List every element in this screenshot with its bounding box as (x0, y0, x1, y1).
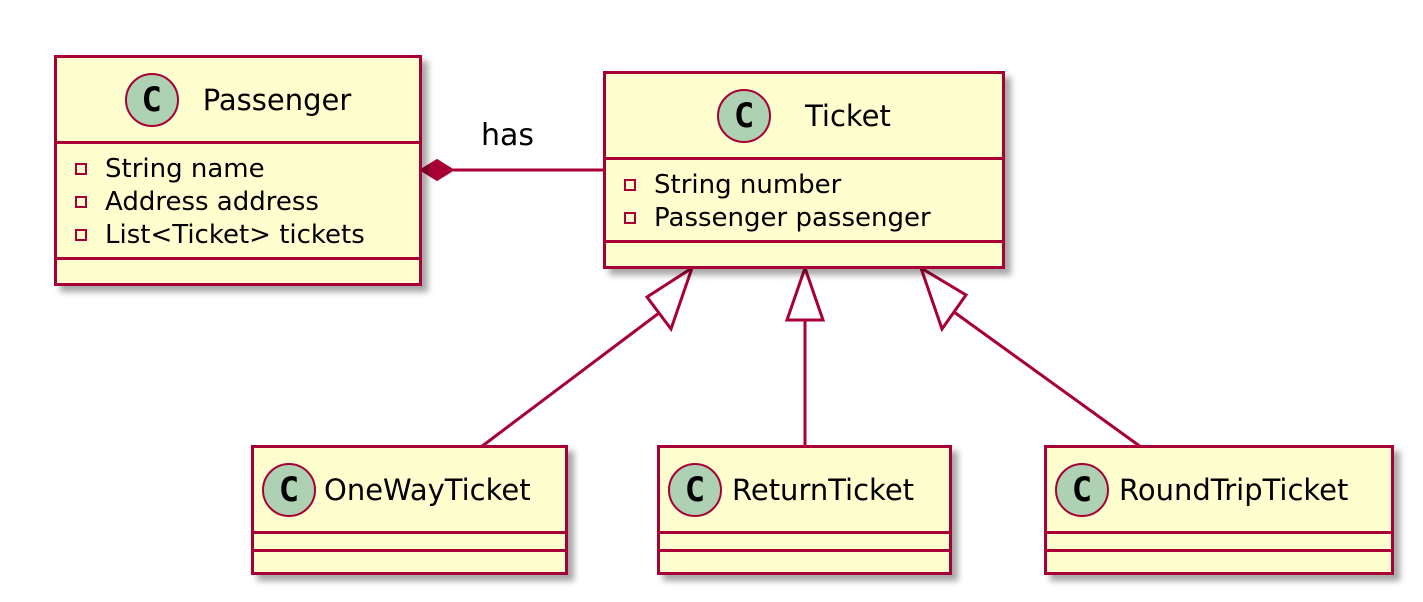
class-header: C ReturnTicket (660, 448, 949, 534)
private-visibility-icon (75, 228, 87, 241)
attribute-row: Address address (75, 185, 419, 218)
class-round-trip-ticket[interactable]: C RoundTripTicket (1044, 445, 1394, 575)
attribute-text: Address address (105, 186, 319, 217)
class-name: OneWayTicket (324, 472, 531, 507)
class-header: C Ticket (606, 74, 1002, 160)
attribute-compartment (660, 534, 949, 552)
class-c-icon: C (124, 72, 179, 127)
class-header: C Passenger (57, 58, 419, 144)
class-c-icon: C (668, 462, 722, 517)
attribute-row: String number (624, 168, 1002, 201)
attribute-compartment (254, 534, 565, 552)
attribute-compartment: String name Address address List<Ticket>… (57, 144, 419, 260)
attribute-compartment: String number Passenger passenger (606, 160, 1002, 243)
class-name: Passenger (202, 82, 352, 117)
generalization-line-oneway (480, 311, 660, 449)
class-header: C RoundTripTicket (1047, 448, 1391, 534)
inheritance-arrow-return-icon (784, 263, 826, 322)
method-compartment (254, 552, 565, 572)
attribute-text: String name (105, 153, 265, 184)
class-return-ticket[interactable]: C ReturnTicket (657, 445, 952, 575)
private-visibility-icon (624, 211, 636, 224)
class-ticket[interactable]: C Ticket String number Passenger passeng… (603, 71, 1005, 269)
attribute-text: List<Ticket> tickets (105, 219, 365, 250)
class-c-icon: C (1055, 462, 1109, 517)
attribute-compartment (1047, 534, 1391, 552)
generalization-line-roundtrip (953, 310, 1142, 449)
method-compartment (1047, 552, 1391, 572)
class-one-way-ticket[interactable]: C OneWayTicket (251, 445, 568, 575)
class-name: ReturnTicket (732, 472, 915, 507)
private-visibility-icon (624, 178, 636, 191)
inheritance-arrow-roundtrip-icon (918, 264, 969, 333)
class-name: RoundTripTicket (1119, 472, 1349, 507)
class-name: Ticket (805, 98, 891, 133)
composition-diamond-icon (419, 158, 455, 182)
method-compartment (606, 243, 1002, 261)
inheritance-arrow-oneway-icon (644, 264, 695, 333)
method-compartment (57, 260, 419, 278)
class-c-icon: C (262, 462, 316, 517)
attribute-row: String name (75, 152, 419, 185)
attribute-row: Passenger passenger (624, 201, 1002, 234)
private-visibility-icon (75, 162, 87, 175)
attribute-row: List<Ticket> tickets (75, 218, 419, 251)
private-visibility-icon (75, 195, 87, 208)
attribute-text: String number (654, 169, 842, 200)
method-compartment (660, 552, 949, 572)
class-c-icon: C (717, 88, 772, 143)
class-passenger[interactable]: C Passenger String name Address address … (54, 55, 422, 286)
class-header: C OneWayTicket (254, 448, 565, 534)
attribute-text: Passenger passenger (654, 202, 931, 233)
association-label: has (481, 118, 535, 153)
